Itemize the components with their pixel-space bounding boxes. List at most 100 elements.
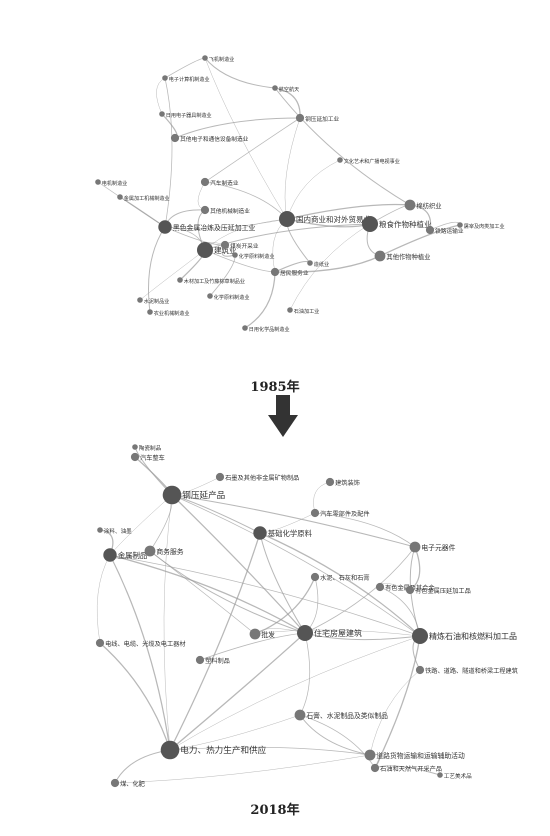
net2018-edge xyxy=(259,532,421,637)
net2018-edge xyxy=(109,554,306,634)
net2018-node xyxy=(162,485,182,505)
year-label-2018: 2018年 xyxy=(250,803,300,818)
net1985-edge xyxy=(286,203,411,220)
net1985-node xyxy=(272,85,278,91)
net2018-edge xyxy=(169,714,301,751)
net2018-node xyxy=(95,638,105,648)
net1985-node xyxy=(200,205,210,215)
net2018-edge xyxy=(369,669,421,756)
net2018-node xyxy=(325,477,335,487)
net2018-node-label: 钢压延产品 xyxy=(182,489,225,501)
net2018-node-label: 基础化学原料 xyxy=(268,529,313,538)
net1985-node xyxy=(270,267,280,277)
net1985-node-label: 电机制造业 xyxy=(102,180,127,187)
edges-1985 xyxy=(97,57,461,329)
net2018-node xyxy=(253,526,267,540)
net2018-node-label: 汽车零部件及配件 xyxy=(320,510,370,518)
net1985-node-label: 金属加工机械制造业 xyxy=(124,195,170,202)
net2018-edge xyxy=(374,635,421,769)
net2018-edge xyxy=(259,532,306,634)
net2018-node xyxy=(370,763,380,773)
net2018-edge xyxy=(313,481,331,514)
net1985-edge xyxy=(148,226,166,313)
nodes-1985: 飞机制造业电子计算机制造业航空航天日用电子器具制造业其他电子和通信设备制造业钢压… xyxy=(95,55,505,333)
net1985-node-label: 粮食作物种植业 xyxy=(379,219,432,229)
net1985-node-label: 汽车制造业 xyxy=(210,179,239,187)
net2018-edge xyxy=(254,629,421,637)
net2018-node-label: 精炼石油和核燃料加工品 xyxy=(429,631,517,641)
net2018-node-label: 电力、热力生产和供应 xyxy=(180,744,266,756)
net2018-node xyxy=(364,749,376,761)
net1985-edge xyxy=(204,57,276,89)
net1985-node-label: 居民服务业 xyxy=(280,269,309,277)
net1985-edge xyxy=(139,249,206,301)
net1985-node xyxy=(337,157,343,163)
net2018-node xyxy=(144,545,156,557)
net1985-node xyxy=(232,252,238,258)
net1985-edge xyxy=(286,159,341,220)
net1985-node-label: 钢压延加工业 xyxy=(305,115,339,123)
net1985-edge xyxy=(272,218,288,273)
net1985-node-label: 化学原料制造业 xyxy=(239,253,275,260)
net1985-edge xyxy=(244,271,276,329)
net1985-node-label: 石油加工业 xyxy=(294,308,319,315)
net1985-node-label: 其他电子和通信设备制造业 xyxy=(180,135,249,143)
net2018-node xyxy=(437,772,443,778)
net1985-edge xyxy=(204,249,276,273)
net1985-node xyxy=(207,293,213,299)
net1985-edge xyxy=(156,77,166,115)
net1985-node xyxy=(374,250,386,262)
net2018-node xyxy=(130,452,140,462)
net1985-node-label: 黑色金属冶炼及压延加工业 xyxy=(173,223,256,232)
net1985-node xyxy=(457,222,463,228)
net2018-node-label: 石墨及其他非金属矿物制品 xyxy=(225,474,299,482)
net2018-edge xyxy=(409,546,421,591)
net2018-node xyxy=(409,541,421,553)
net1985-edge xyxy=(209,254,236,297)
net1985-node xyxy=(197,242,213,258)
net1985-node-label: 其他机械制造业 xyxy=(210,207,250,215)
network-graph-2018: 钢压延产品金属制品商务服务基础化学原料汽车零部件及配件电子元器件有色金属及其合金… xyxy=(0,425,550,815)
net2018-node xyxy=(195,655,205,665)
net2018-edge xyxy=(109,554,421,637)
net1985-node xyxy=(425,225,435,235)
net2018-edge xyxy=(149,550,306,634)
net1985-node xyxy=(202,55,208,61)
net2018-node-label: 石膏、水泥制品及类似制品 xyxy=(306,711,388,720)
net2018-node xyxy=(297,625,313,641)
net1985-node xyxy=(117,194,123,200)
net2018-node xyxy=(110,778,120,788)
net2018-node xyxy=(294,709,306,721)
net1985-node-label: 航空航天 xyxy=(279,86,299,93)
net1985-node-label: 化学原料制造业 xyxy=(214,294,250,301)
net1985-node-label: 屠宰及肉类加工业 xyxy=(464,223,505,230)
net1985-edge xyxy=(274,87,411,206)
net2018-edge xyxy=(304,546,416,634)
net2018-node xyxy=(375,582,385,592)
net2018-node xyxy=(132,444,138,450)
net1985-edge xyxy=(164,77,173,228)
net1985-node xyxy=(177,277,183,283)
net1985-node-label: 棉纺织业 xyxy=(416,201,441,210)
net1985-edge xyxy=(174,117,301,139)
net2018-node-label: 电子元器件 xyxy=(421,543,455,552)
net2018-node xyxy=(412,628,428,644)
net1985-node xyxy=(242,325,248,331)
net1985-edge xyxy=(204,117,301,183)
net1985-node xyxy=(137,297,143,303)
net2018-node-label: 水泥、石灰和石膏 xyxy=(320,574,370,582)
net2018-node-label: 批发 xyxy=(261,630,275,639)
net2018-node-label: 汽车整车 xyxy=(140,454,165,462)
net1985-node xyxy=(287,307,293,313)
net2018-node-label: 煤、化肥 xyxy=(120,780,145,788)
net1985-edge xyxy=(284,117,301,220)
net1985-node-label: 木材加工及竹藤棕草制品业 xyxy=(184,278,245,285)
net1985-node-label: 铁路运输业 xyxy=(435,227,464,235)
net2018-node xyxy=(97,527,103,533)
net2018-node-label: 涂料、油墨 xyxy=(104,527,132,535)
net1985-node-label: 日用化学品制造业 xyxy=(249,326,290,333)
net1985-node xyxy=(159,111,165,117)
net2018-node-label: 道路货物运输和运输辅助活动 xyxy=(376,751,465,760)
net1985-edge xyxy=(379,224,461,257)
net1985-node xyxy=(147,309,153,315)
